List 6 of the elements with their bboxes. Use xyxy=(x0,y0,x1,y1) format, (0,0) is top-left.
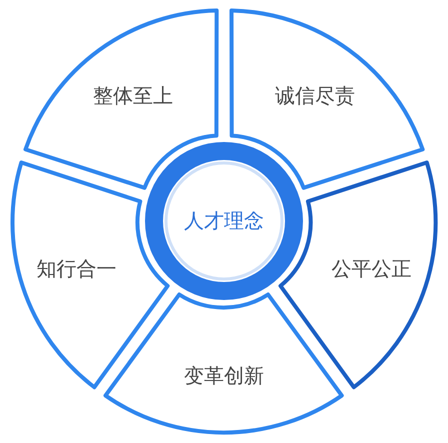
segment-label: 整体至上 xyxy=(92,82,173,110)
center-label: 人才理念 xyxy=(184,208,264,234)
segment-label: 变革创新 xyxy=(184,362,264,390)
segment-label: 诚信尽责 xyxy=(275,82,356,110)
segment-label: 知行合一 xyxy=(36,255,117,282)
segment-label: 公平公正 xyxy=(331,255,412,282)
